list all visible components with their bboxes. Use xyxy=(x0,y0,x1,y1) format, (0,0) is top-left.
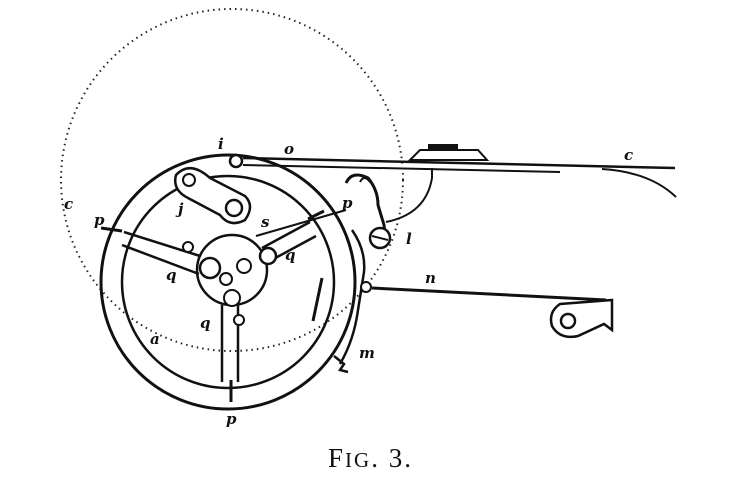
notch-left xyxy=(100,226,123,233)
dotted-outer-circle xyxy=(60,8,404,352)
spoke-left xyxy=(121,230,201,276)
label-i: i xyxy=(218,135,224,153)
label-n: n xyxy=(425,269,436,287)
caption-number: . 3. xyxy=(371,443,413,473)
wheel-inner-rim xyxy=(120,174,336,390)
notch-right xyxy=(307,209,325,221)
lower-lever xyxy=(371,286,614,339)
side-plate xyxy=(333,229,372,374)
upper-lever xyxy=(228,144,677,198)
hub-hole-2 xyxy=(236,258,252,274)
label-p-bottom: p xyxy=(226,410,237,428)
label-o-far: c xyxy=(624,146,633,164)
label-p-right: p xyxy=(342,194,353,212)
label-l: l xyxy=(406,230,412,248)
pin-lower xyxy=(233,314,245,326)
caption-small-caps: IG xyxy=(345,448,372,472)
hub-hole-1 xyxy=(198,256,222,280)
hub-hole-4 xyxy=(223,289,241,307)
wheel-outer-rim xyxy=(99,153,357,411)
wheel xyxy=(99,153,357,411)
label-m: m xyxy=(359,344,375,362)
label-q-bottom: q xyxy=(200,314,211,332)
pin-upper xyxy=(182,241,194,253)
label-j: j xyxy=(175,200,184,218)
pawl-bracket xyxy=(255,168,433,250)
hub-hole-3 xyxy=(219,272,233,286)
caption-initial: F xyxy=(328,443,346,473)
label-a: a xyxy=(150,330,160,348)
crank-link xyxy=(174,167,252,225)
label-o-top: o xyxy=(284,140,294,158)
label-q-right: q xyxy=(285,246,296,264)
wheel-slot xyxy=(311,277,324,322)
label-s: s xyxy=(261,213,270,231)
figure-caption: FIG. 3. xyxy=(0,443,741,474)
label-q-left: q xyxy=(166,266,177,284)
label-p-left: p xyxy=(94,211,105,229)
label-c-left: c xyxy=(64,195,73,213)
pin-right xyxy=(258,246,278,266)
